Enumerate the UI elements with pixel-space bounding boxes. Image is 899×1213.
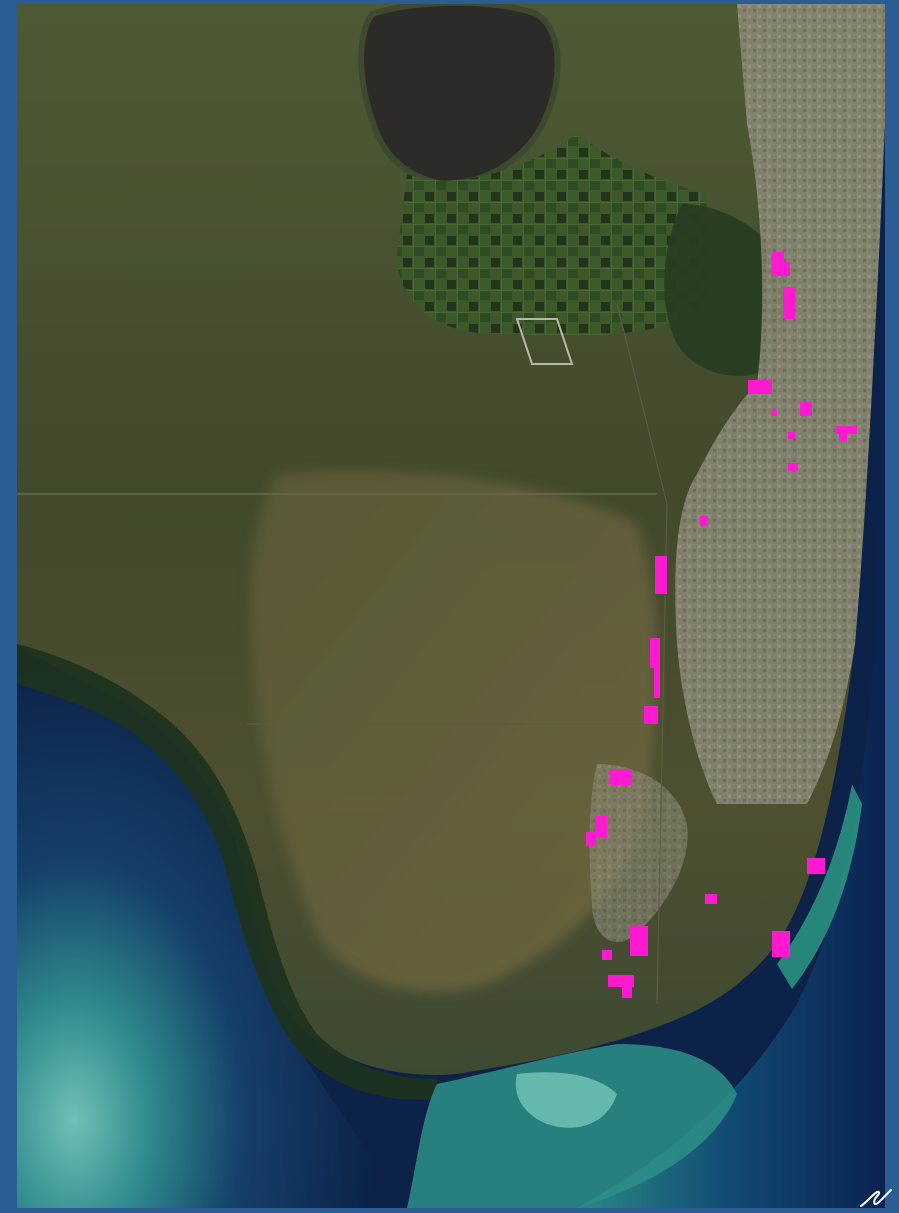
agricultural-area (397, 134, 707, 336)
highlight-layer (586, 252, 857, 998)
highlight-area[interactable] (772, 252, 784, 276)
lake-okeechobee (358, 4, 561, 188)
satellite-map[interactable] (17, 4, 885, 1208)
highlight-area[interactable] (610, 769, 632, 785)
mangrove-coast (17, 644, 437, 1100)
highlight-area[interactable] (782, 262, 790, 276)
highlight-area[interactable] (644, 706, 658, 724)
highlight-area[interactable] (650, 638, 660, 668)
highlight-area[interactable] (630, 926, 648, 956)
highlight-area[interactable] (771, 410, 777, 416)
highlight-area[interactable] (705, 894, 717, 904)
urban-corridor (675, 4, 885, 804)
highlight-area[interactable] (748, 380, 772, 394)
highlight-area[interactable] (654, 664, 660, 698)
atlantic-water (577, 304, 885, 1208)
highlight-area[interactable] (655, 556, 667, 594)
highlight-area[interactable] (839, 432, 847, 442)
highlight-area[interactable] (788, 463, 798, 471)
pen-signature-icon (857, 1186, 897, 1208)
highlight-area[interactable] (800, 402, 812, 416)
highlight-area[interactable] (788, 432, 795, 439)
highlight-area[interactable] (595, 816, 607, 838)
satellite-map-svg (17, 4, 885, 1208)
highlight-area[interactable] (586, 832, 596, 846)
highlight-area[interactable] (772, 931, 790, 957)
highlight-area[interactable] (835, 426, 857, 434)
gulf-water (17, 624, 397, 1208)
highlight-area[interactable] (807, 858, 825, 874)
highlight-area[interactable] (783, 287, 795, 319)
homestead-area (589, 764, 688, 943)
everglades (251, 470, 658, 992)
highlight-area[interactable] (622, 984, 632, 998)
bay-shallows (515, 1072, 617, 1128)
airfield (515, 318, 574, 365)
road-levee (616, 303, 668, 1005)
reef-line (777, 784, 862, 989)
highlight-area[interactable] (700, 516, 708, 526)
highlight-area[interactable] (602, 950, 612, 960)
conservation-area (664, 204, 786, 376)
